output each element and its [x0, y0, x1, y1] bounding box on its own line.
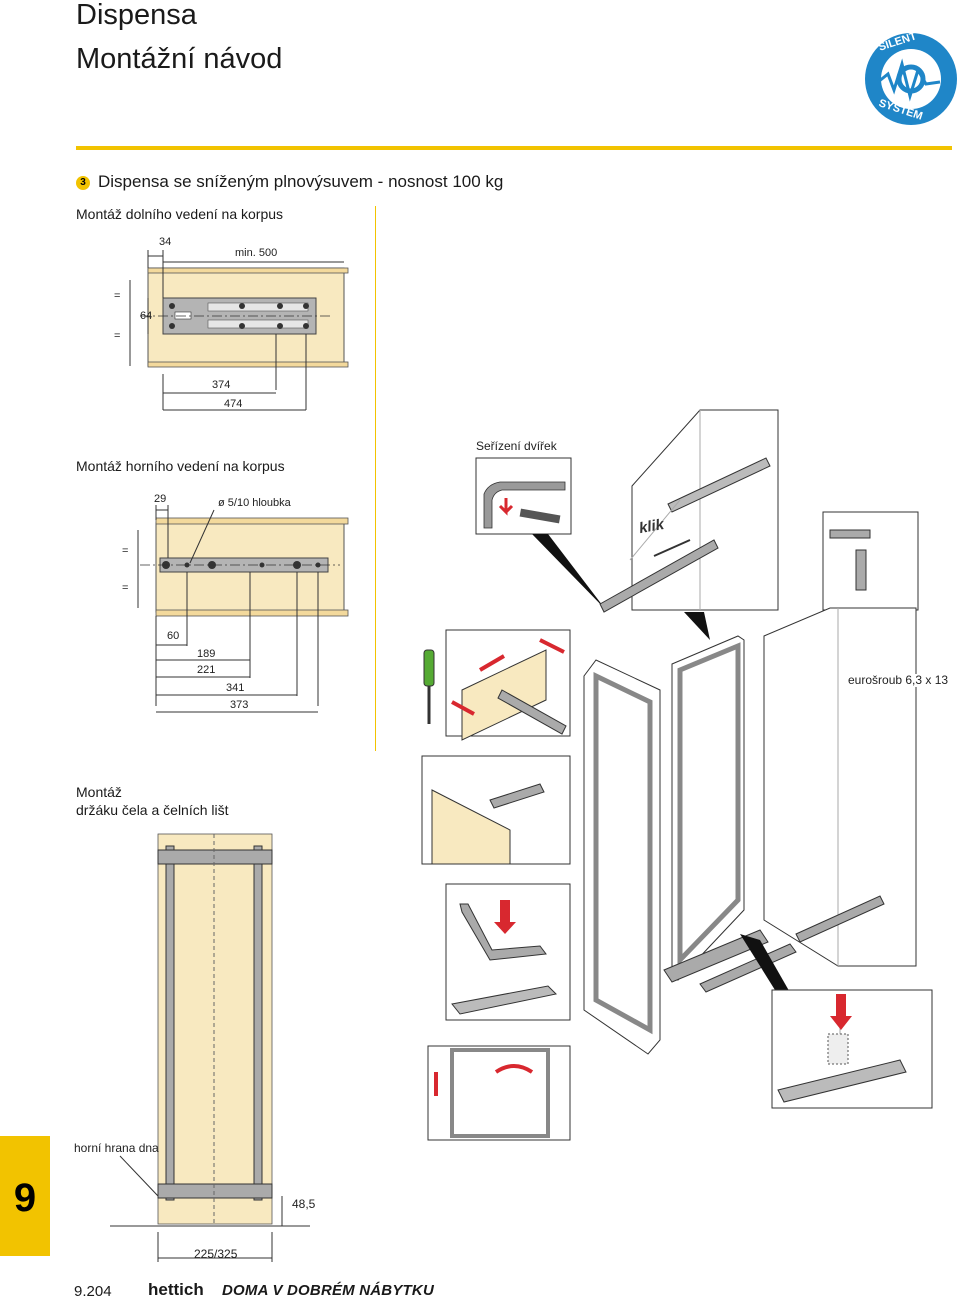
chapter-tab — [0, 1136, 50, 1256]
holder-heading-line2: držáku čela a čelních lišt — [76, 802, 229, 818]
chapter-number: 9 — [13, 1176, 37, 1220]
bottom-edge-label: horní hrana dna — [74, 1141, 159, 1155]
dim-eq-top-upper: = — [122, 545, 129, 557]
brand-slogan: DOMA V DOBRÉM NÁBYTKU — [222, 1282, 434, 1299]
holder-heading-line1: Montáž — [76, 784, 122, 800]
dim-474: 474 — [224, 398, 243, 410]
dim-341: 341 — [226, 682, 245, 694]
silent-system-logo — [865, 33, 957, 125]
screw-label: eurošroub 6,3 x 13 — [848, 673, 949, 687]
page-title: Dispensa — [76, 0, 197, 31]
dim-eq-top: = — [114, 290, 121, 302]
dim-225-325: 225/325 — [194, 1247, 238, 1261]
dim-eq-bottom-upper: = — [122, 582, 129, 594]
step-number-badge: 3 — [76, 176, 90, 190]
dim-64: 64 — [140, 310, 153, 322]
dim-48-5: 48,5 — [292, 1197, 316, 1211]
dim-373: 373 — [230, 699, 249, 711]
dim-34: 34 — [159, 236, 172, 248]
upper-guide-heading: Montáž horního vedení na korpus — [76, 458, 285, 474]
door-adjust-label: Seřízení dvířek — [476, 439, 557, 453]
dim-221: 221 — [197, 664, 216, 676]
dim-60: 60 — [167, 630, 180, 642]
page-subtitle: Montážní návod — [76, 43, 283, 75]
lower-guide-heading: Montáž dolního vedení na korpus — [76, 206, 284, 222]
header-divider — [76, 146, 952, 150]
dim-374: 374 — [212, 379, 231, 391]
column-divider — [375, 206, 376, 751]
dim-29: 29 — [154, 493, 167, 505]
page-number: 9.204 — [74, 1283, 112, 1300]
dim-189: 189 — [197, 648, 216, 660]
brand-logo: hettich — [148, 1280, 204, 1299]
step-title: Dispensa se sníženým plnovýsuvem - nosno… — [98, 172, 504, 191]
dim-hole-depth: ø 5/10 hloubka — [218, 497, 291, 509]
dim-min500: min. 500 — [235, 247, 278, 259]
dim-eq-bottom: = — [114, 330, 121, 342]
